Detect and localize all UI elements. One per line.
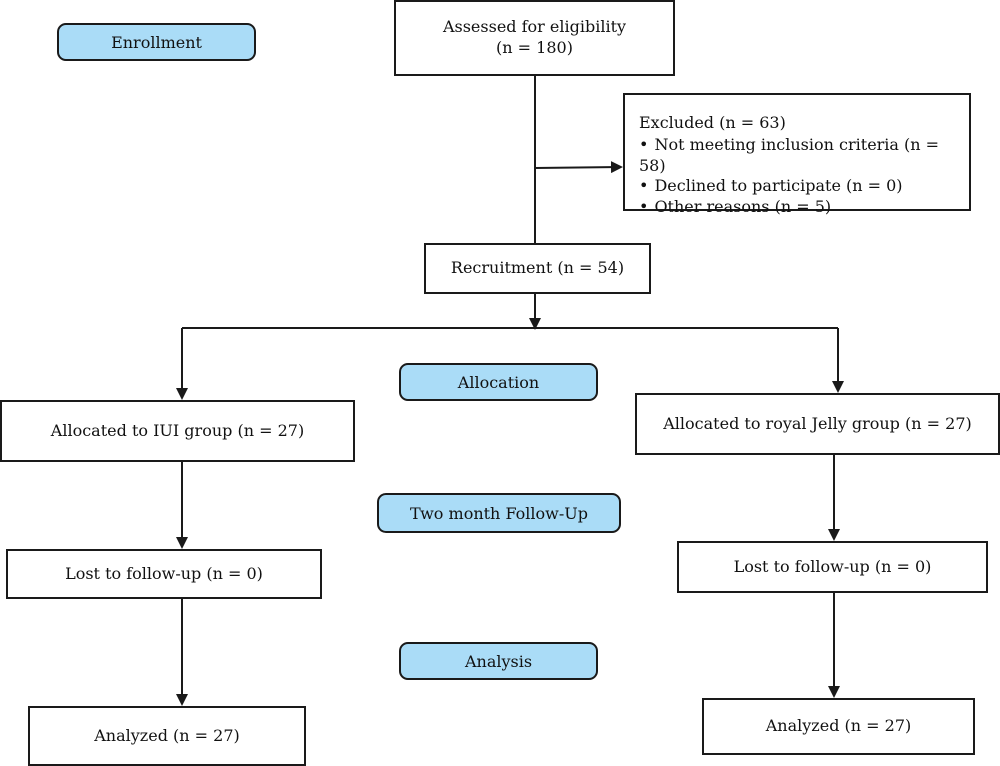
excluded-title: Excluded (n = 63): [639, 113, 786, 132]
iui-analyzed-box: Analyzed (n = 27): [28, 706, 306, 766]
assessed-label: Assessed for eligibility: [442, 17, 627, 37]
royal-jelly-analyzed-box: Analyzed (n = 27): [702, 698, 975, 755]
excluded-reason: Declined to participate (n = 0): [639, 176, 955, 197]
excluded-reason: Not meeting inclusion criteria (n = 58): [639, 135, 955, 177]
iui-lost-box: Lost to follow-up (n = 0): [6, 549, 322, 599]
excluded-box: Excluded (n = 63) Not meeting inclusion …: [623, 93, 971, 216]
excluded-reasons: Not meeting inclusion criteria (n = 58) …: [639, 135, 955, 218]
stage-enrollment: Enrollment: [57, 23, 256, 61]
excluded-reason: Other reasons (n = 5): [639, 197, 955, 218]
recruitment-box: Recruitment (n = 54): [424, 243, 651, 294]
stage-allocation: Allocation: [399, 363, 598, 401]
royal-jelly-lost-box: Lost to follow-up (n = 0): [677, 541, 988, 593]
connector-to-excluded: [534, 161, 623, 174]
assessed-count: (n = 180): [496, 38, 573, 57]
stage-follow-up: Two month Follow-Up: [377, 493, 621, 533]
iui-allocated-box: Allocated to IUI group (n = 27): [0, 400, 355, 462]
royal-jelly-allocated-box: Allocated to royal Jelly group (n = 27): [635, 393, 1000, 455]
assessed-box: Assessed for eligibility (n = 180): [394, 0, 675, 76]
stage-analysis: Analysis: [399, 642, 598, 680]
